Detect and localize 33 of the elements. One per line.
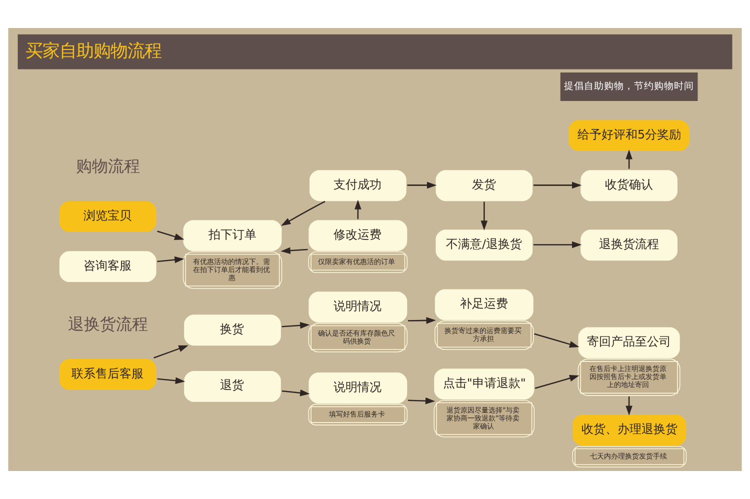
- node-box: 浏览宝贝: [59, 201, 156, 232]
- node-box: 退货: [184, 370, 281, 402]
- arrow: [280, 247, 308, 254]
- label: 提倡自助购物，节约购物时间: [564, 81, 694, 92]
- arrow: [280, 200, 326, 226]
- arrow: [282, 390, 310, 396]
- node-box: 支付成功: [310, 170, 406, 202]
- arrow: [157, 377, 186, 384]
- label: 购物流程: [76, 156, 140, 176]
- node-box: 咨询客服: [59, 251, 156, 282]
- arrow: [480, 202, 488, 230]
- diagram-title: 买家自助购物流程: [26, 41, 162, 62]
- node-box: 收货确认: [580, 170, 678, 202]
- arrow: [282, 322, 310, 329]
- arrow: [626, 150, 632, 169]
- node-box: 发货: [436, 170, 533, 202]
- node-box: 换货: [184, 314, 281, 346]
- arrow: [534, 333, 580, 348]
- arrow: [407, 182, 437, 189]
- node-box: 退换货流程: [580, 230, 678, 261]
- arrow: [626, 396, 632, 416]
- node-box: 联系售后客服: [59, 359, 156, 390]
- node-box: 给予好评和5分奖励: [568, 120, 690, 152]
- arrow: [157, 230, 184, 240]
- arrow: [408, 397, 436, 404]
- arrow: [154, 345, 188, 358]
- node-box: 不满意/退换货: [436, 230, 533, 261]
- arrow: [354, 200, 362, 220]
- arrow: [533, 241, 582, 248]
- arrow: [533, 182, 582, 189]
- arrow: [408, 317, 436, 324]
- label: 退换货流程: [68, 314, 148, 334]
- arrow: [157, 256, 184, 264]
